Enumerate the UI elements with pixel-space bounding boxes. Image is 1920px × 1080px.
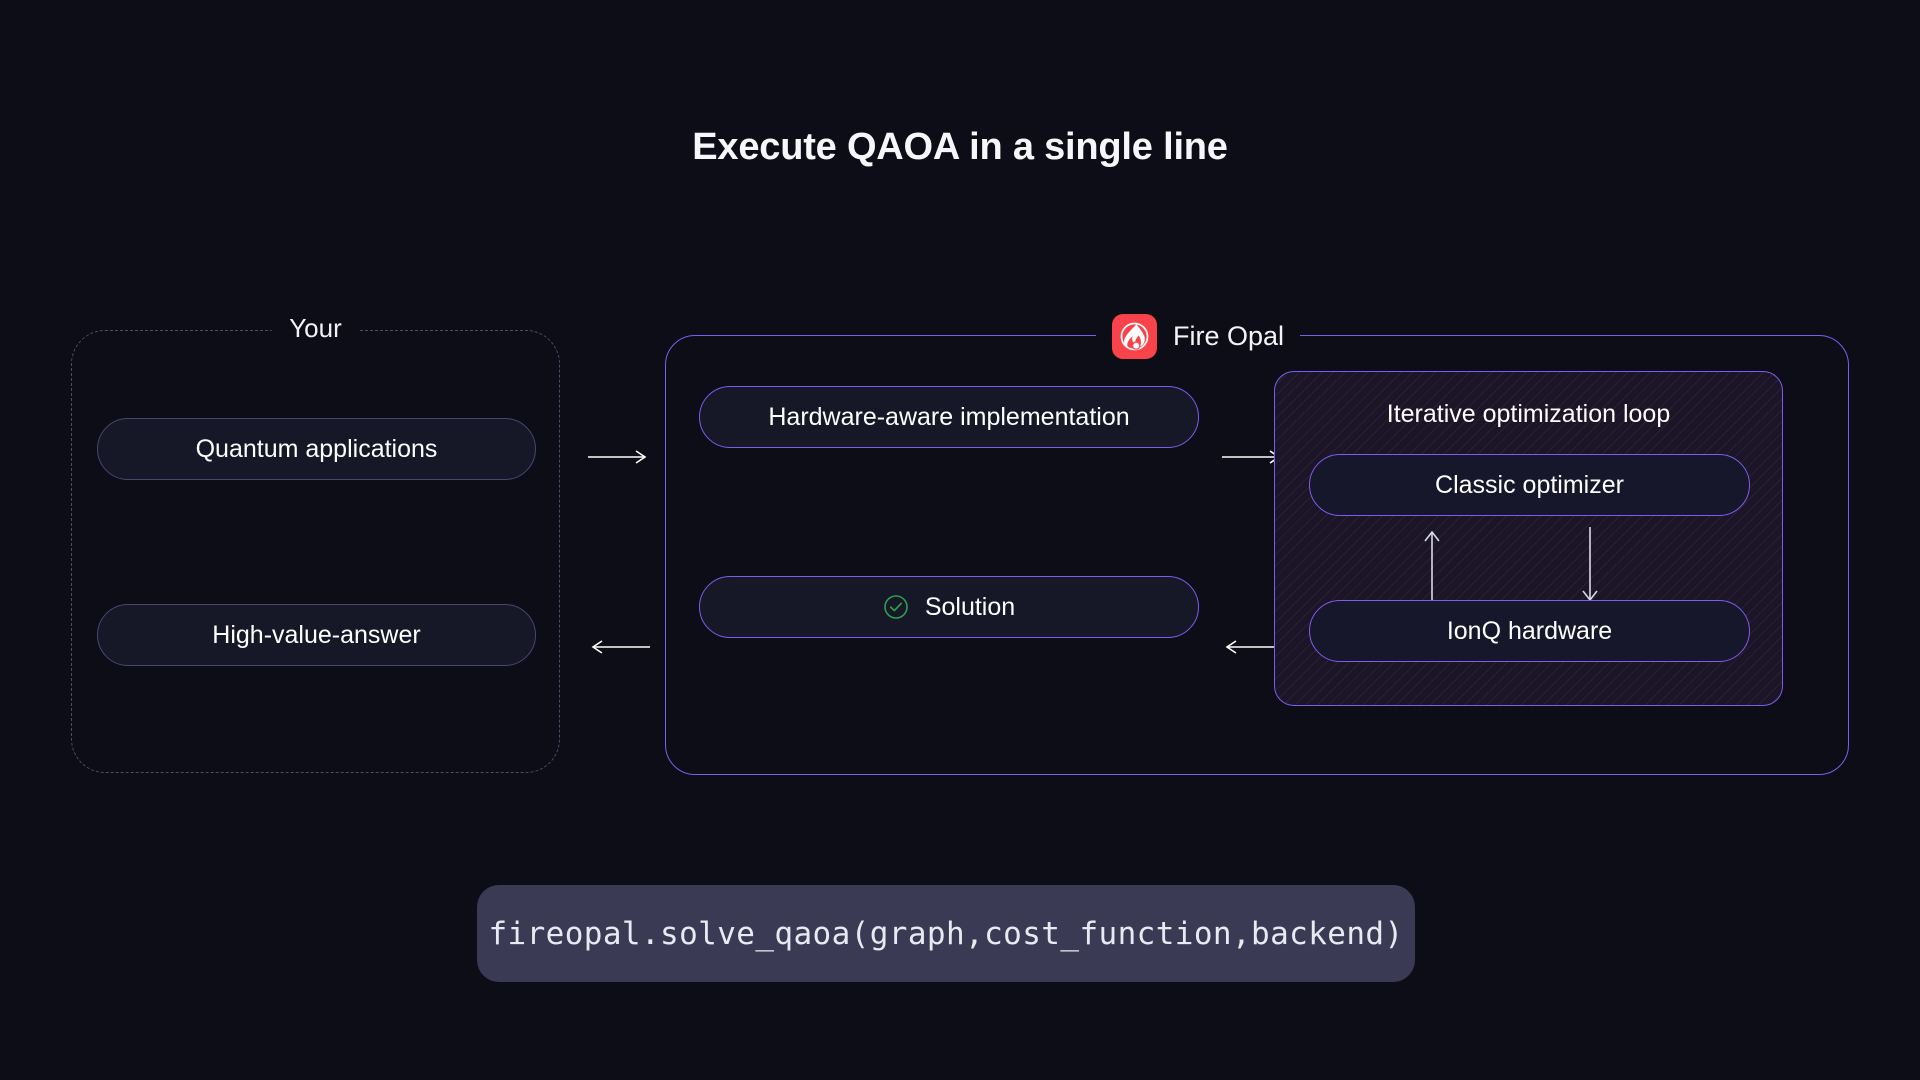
node-hardware-aware-implementation[interactable]: Hardware-aware implementation <box>699 386 1199 448</box>
code-snippet-bar[interactable]: fireopal.solve_qaoa(graph,cost_function,… <box>477 885 1415 982</box>
node-label: Classic optimizer <box>1435 470 1624 499</box>
code-snippet-text: fireopal.solve_qaoa(graph,cost_function,… <box>488 915 1404 952</box>
fire-opal-logo-icon <box>1112 313 1157 359</box>
node-solution[interactable]: Solution <box>699 576 1199 638</box>
node-classic-optimizer[interactable]: Classic optimizer <box>1309 454 1750 516</box>
node-ionq-hardware[interactable]: IonQ hardware <box>1309 600 1750 662</box>
arrow-right-icon <box>588 450 647 464</box>
node-label: Solution <box>924 592 1016 621</box>
fire-opal-group-label: Fire Opal <box>1096 312 1301 360</box>
connector-arrow-left-1 <box>588 632 650 662</box>
node-label: Hardware-aware implementation <box>768 402 1130 431</box>
arrow-up-icon <box>1424 530 1440 605</box>
loop-title: Iterative optimization loop <box>1386 400 1671 428</box>
fire-opal-label-text: Fire Opal <box>1173 320 1285 351</box>
your-group: Your Quantum applications High-value-ans… <box>71 313 560 773</box>
loop-arrow-up <box>1417 527 1447 605</box>
node-high-value-answer[interactable]: High-value-answer <box>97 604 536 666</box>
connector-arrow-right-1 <box>588 442 650 472</box>
node-label: IonQ hardware <box>1446 616 1613 645</box>
node-label: High-value-answer <box>212 620 421 649</box>
fire-opal-group: Fire Opal Hardware-aware implementation … <box>665 312 1849 775</box>
page-title: Execute QAOA in a single line <box>692 126 1228 168</box>
arrow-down-icon <box>1582 527 1598 602</box>
check-circle-icon <box>883 594 909 620</box>
your-group-label: Your <box>271 313 360 344</box>
iterative-optimization-loop-box: Iterative optimization loop Classic opti… <box>1274 371 1783 706</box>
node-quantum-applications[interactable]: Quantum applications <box>97 418 536 480</box>
node-label: Quantum applications <box>195 434 438 463</box>
loop-arrow-down <box>1575 527 1605 605</box>
arrow-left-icon <box>591 640 650 654</box>
